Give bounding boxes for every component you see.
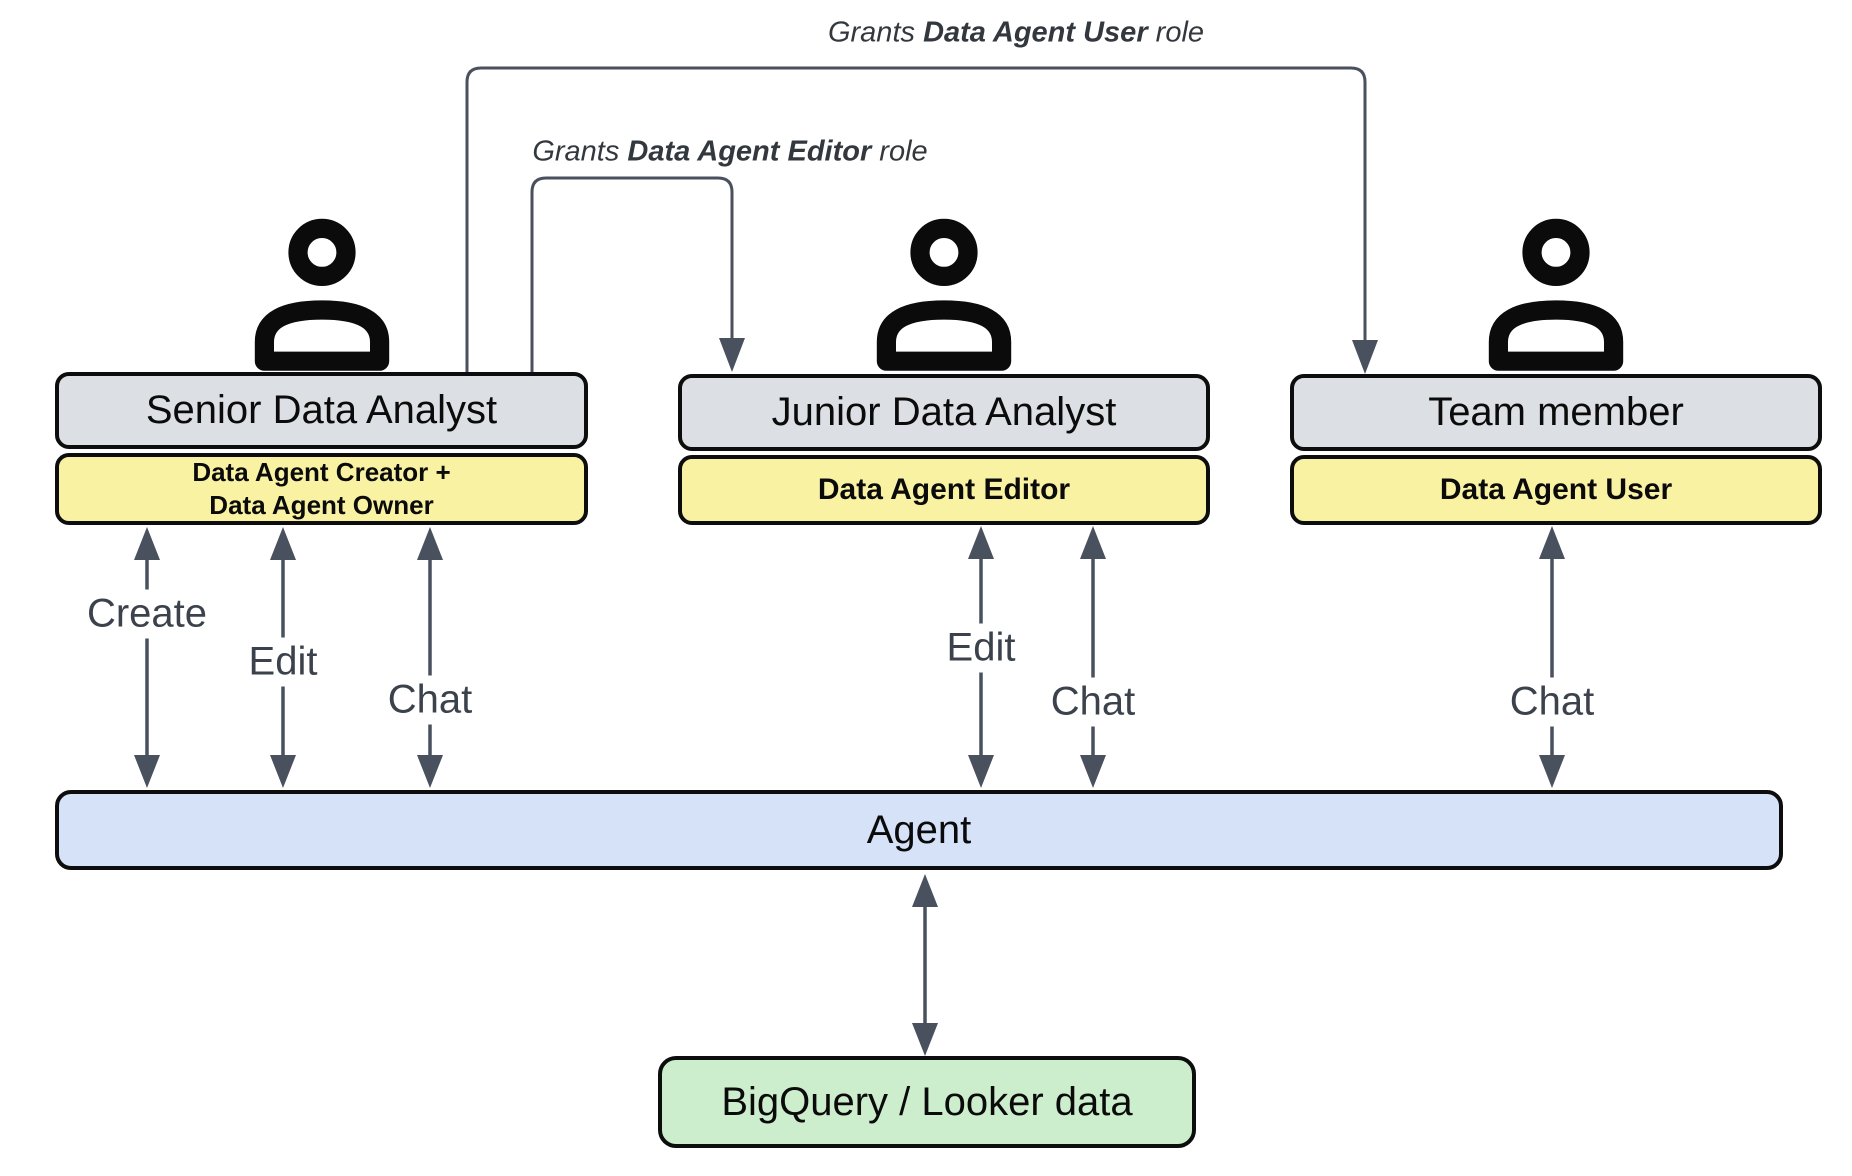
agent-datastore-arrow — [912, 874, 938, 1056]
junior-role-box: Data Agent Editor — [678, 455, 1210, 525]
team-role-label: Data Agent User — [1439, 473, 1673, 506]
grant-user-suffix: role — [1147, 16, 1205, 49]
grant-editor-label: Grants Data Agent Editor role — [532, 136, 927, 169]
junior-data-analyst-box: Junior Data Analyst — [678, 374, 1210, 451]
agent-label: Agent — [866, 807, 972, 852]
senior-role-box: Data Agent Creator + Data Agent Owner — [55, 453, 588, 525]
grant-editor-role-name: Data Agent Editor — [627, 135, 872, 168]
team-member-box: Team member — [1290, 374, 1822, 451]
create-arrow — [134, 527, 160, 788]
chat-label-junior: Chat — [1042, 677, 1144, 727]
senior-data-analyst-box: Senior Data Analyst — [55, 372, 588, 449]
chat-arrow-senior — [417, 527, 443, 788]
create-label: Create — [78, 589, 216, 639]
grant-editor-connector — [530, 176, 745, 372]
chat-label-senior: Chat — [379, 675, 481, 725]
senior-role-line2: Data Agent Owner — [209, 490, 434, 520]
grant-user-label: Grants Data Agent User role — [828, 17, 1204, 50]
bigquery-looker-data-box: BigQuery / Looker data — [658, 1056, 1196, 1148]
bigquery-looker-data-label: BigQuery / Looker data — [721, 1079, 1133, 1124]
chat-arrow-team — [1539, 526, 1565, 788]
person-icon — [254, 218, 390, 371]
agent-box: Agent — [55, 790, 1783, 870]
junior-data-analyst-title: Junior Data Analyst — [771, 390, 1117, 434]
senior-data-analyst-title: Senior Data Analyst — [145, 388, 498, 432]
junior-role-label: Data Agent Editor — [817, 473, 1071, 506]
grant-editor-suffix: role — [871, 135, 928, 168]
chat-label-team: Chat — [1501, 677, 1603, 727]
edit-label-senior: Edit — [240, 637, 326, 687]
grant-user-role-name: Data Agent User — [923, 16, 1148, 49]
person-icon — [1488, 218, 1624, 371]
senior-role-line1: Data Agent Creator + — [192, 457, 451, 487]
edit-label-junior: Edit — [938, 623, 1024, 673]
person-icon — [876, 218, 1012, 371]
grant-user-prefix: Grants — [827, 16, 924, 49]
team-member-title: Team member — [1428, 390, 1684, 434]
team-role-box: Data Agent User — [1290, 455, 1822, 525]
grant-editor-prefix: Grants — [532, 135, 628, 168]
chat-arrow-junior — [1080, 526, 1106, 788]
